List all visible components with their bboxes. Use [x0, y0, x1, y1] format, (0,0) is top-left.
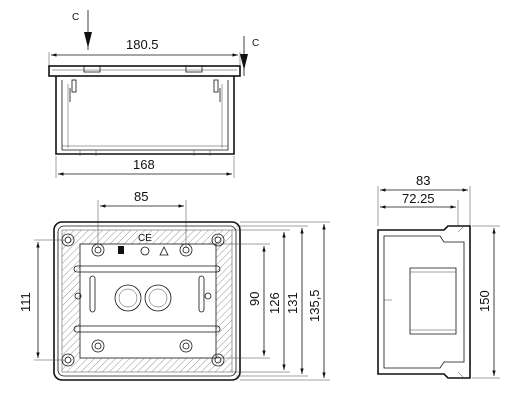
- knockout-right: [144, 284, 172, 312]
- fire-symbol-icon: [118, 246, 124, 254]
- inner-cavity: [79, 243, 217, 359]
- mounting-hole-bottom-right: [179, 339, 193, 353]
- front-box-outline: [53, 221, 241, 381]
- lid-hinge-right: [185, 65, 203, 73]
- dimension-111: 111: [18, 292, 33, 312]
- section-marker-right: C: [240, 36, 259, 76]
- dimension-126: 126: [267, 292, 282, 314]
- section-label-left: C: [72, 12, 79, 23]
- mounting-hole-top-left: [91, 243, 105, 257]
- dimension-180-5: 180.5: [126, 37, 159, 52]
- temperature-symbol-icon: [140, 246, 150, 256]
- side-box-outline: [377, 225, 471, 379]
- din-rail-bottom: [73, 325, 221, 333]
- knockout-left: [114, 284, 142, 312]
- ground-symbol-icon: [159, 246, 169, 256]
- dimension-135-5: 135,5: [307, 289, 322, 322]
- mounting-hole-bottom-left: [91, 339, 105, 353]
- section-marker-left: C: [72, 10, 92, 50]
- slot-right: [198, 275, 205, 313]
- top-view: C C 180.5 168: [48, 10, 259, 178]
- slot-left: [89, 275, 96, 313]
- side-rail-profile: [409, 267, 457, 335]
- box-body-outline: [55, 76, 235, 155]
- dimension-168: 168: [133, 157, 155, 172]
- side-view: 83 72.25 150: [377, 173, 500, 379]
- corner-screw-bottom-right: [211, 353, 225, 367]
- corner-screw-top-right: [211, 233, 225, 247]
- box-lid-outline: [48, 65, 241, 77]
- section-label-right: C: [252, 38, 259, 49]
- dimension-85: 85: [134, 189, 148, 204]
- dimension-131: 131: [285, 292, 300, 314]
- certification-symbols: CE: [118, 233, 169, 256]
- lid-hinge-left: [83, 65, 101, 73]
- dimension-72-25: 72.25: [402, 191, 435, 206]
- wall-hatching: [62, 230, 232, 372]
- din-rail-top: [73, 265, 221, 273]
- dimension-150: 150: [477, 290, 492, 312]
- dimension-90: 90: [247, 292, 262, 306]
- ce-mark: CE: [138, 233, 152, 244]
- front-view: 85: [18, 189, 330, 381]
- mounting-hole-top-right: [179, 243, 193, 257]
- dimension-83: 83: [416, 173, 430, 188]
